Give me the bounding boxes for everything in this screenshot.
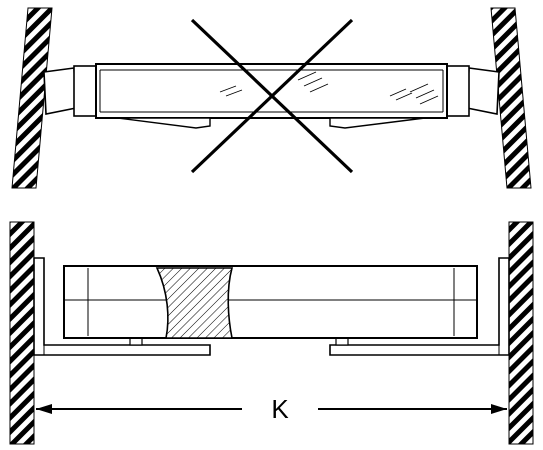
right-wall-bottom	[508, 221, 534, 445]
dimension-label: K	[271, 394, 289, 424]
left-bracket-top	[43, 65, 97, 117]
left-support-top	[117, 117, 211, 129]
right-pin	[335, 337, 349, 346]
glass-bar-bottom	[63, 265, 478, 339]
right-wall-top	[490, 7, 532, 189]
left-pin	[129, 337, 143, 346]
section-profile	[155, 267, 234, 339]
left-l-bracket	[33, 257, 211, 356]
right-bracket-top	[446, 65, 500, 117]
right-support-top	[329, 117, 426, 129]
glass-bar-top	[95, 63, 448, 119]
glass-glare-marks	[219, 71, 439, 105]
dimension-line-k	[36, 404, 507, 414]
left-wall-top	[11, 7, 53, 189]
cross-out-mark	[190, 18, 354, 174]
incorrect-installation-view	[11, 7, 532, 189]
left-wall-bottom	[9, 221, 35, 445]
correct-installation-view: K	[9, 221, 534, 445]
